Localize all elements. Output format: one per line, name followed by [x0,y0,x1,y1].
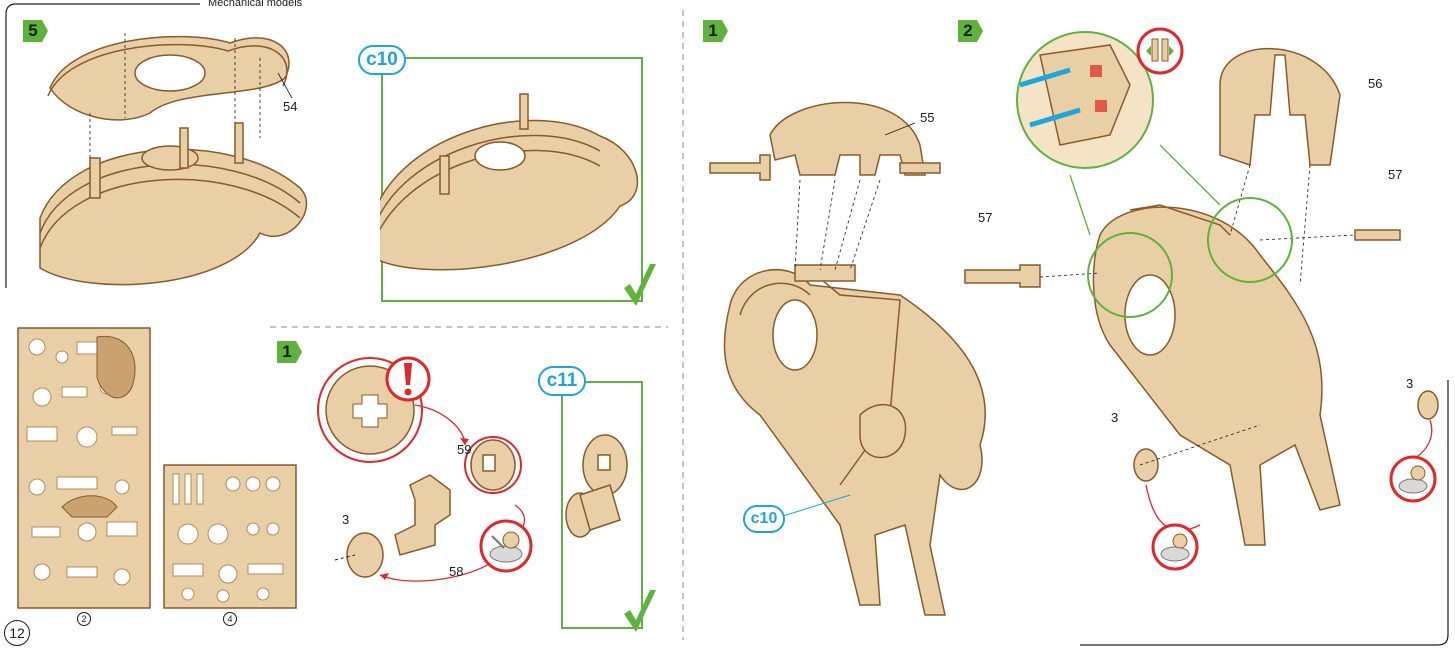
step1-assembly-illustration [709,101,986,616]
glue-icon [1389,455,1437,503]
section-title: Mechanical models [208,0,303,9]
page-number: 12 [4,620,30,646]
check-frame [380,57,643,302]
step-arrow-icon [703,20,728,42]
check-badge: c11 [538,366,586,396]
step-marker: 1 [277,341,303,363]
part-label: 57 [1388,167,1403,182]
check-badge: c10 [358,45,406,75]
part-label: 3 [1111,410,1119,425]
warning-icon [385,356,431,402]
step-arrow-icon [23,20,48,42]
part-label: 3 [342,512,350,527]
glue-icon [479,519,533,573]
part-label: 54 [283,99,298,114]
part-label: 57 [978,210,993,225]
check-frame [561,381,643,629]
check-badge: c10 [743,505,785,533]
sheet-number: 2 [77,612,91,626]
parts-sheet-2 [17,327,151,609]
step-arrow-icon [958,20,983,42]
step-arrow-icon [277,341,302,363]
glue-icon [1151,523,1199,571]
part-label: 58 [449,564,464,579]
step2-assembly-illustration [964,27,1439,546]
part-label: 59 [457,442,472,457]
step-marker: 2 [958,20,984,42]
parts-sheet-4 [163,464,297,609]
checkmark-icon [624,264,656,306]
step-marker: 1 [703,20,729,42]
sheet-number: 4 [223,612,237,626]
part-label: 3 [1406,376,1414,391]
part-label: 55 [920,110,935,125]
part-label: 56 [1368,76,1383,91]
step-marker: 5 [23,20,49,42]
checkmark-icon [624,590,656,632]
step5-exploded-illustration [39,33,308,286]
